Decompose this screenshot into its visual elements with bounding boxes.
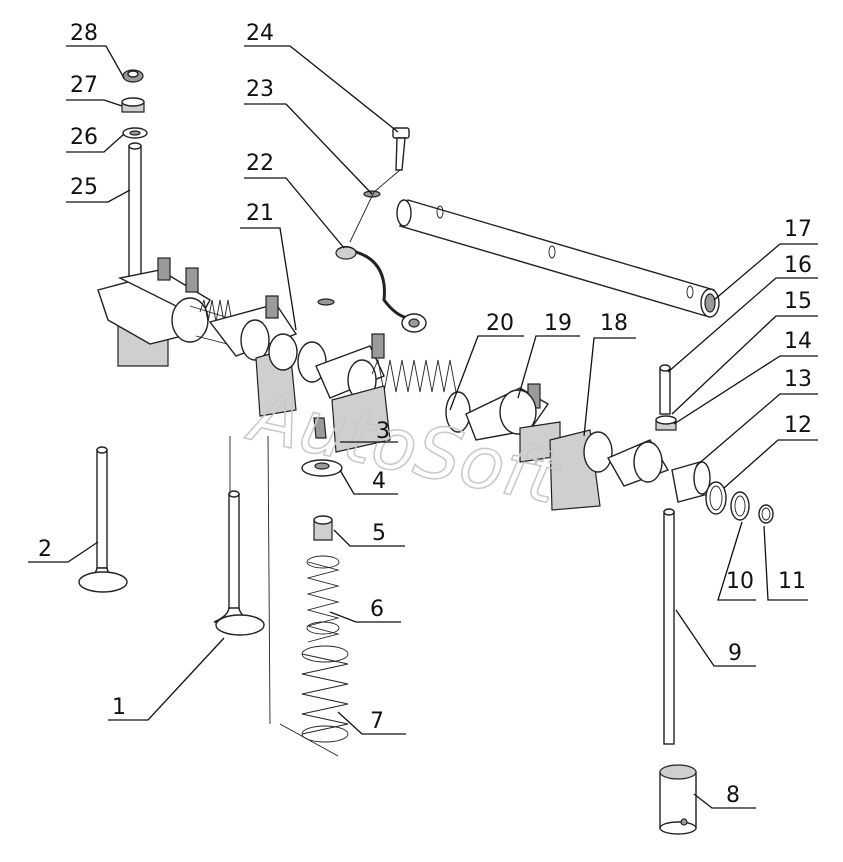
callout-23: 23 [246, 77, 274, 102]
callout-21: 21 [246, 201, 274, 226]
callout-8: 8 [726, 783, 740, 808]
callout-16: 16 [784, 253, 812, 278]
callout-13: 13 [784, 367, 812, 392]
callout-11: 11 [778, 569, 806, 594]
rocker-arm-assembly-right [465, 383, 670, 511]
push-rod-and-tappet [659, 508, 697, 835]
callout-28: 28 [70, 21, 98, 46]
callout-14: 14 [784, 329, 812, 354]
callout-6: 6 [370, 597, 384, 622]
valves [78, 435, 271, 725]
callout-27: 27 [70, 73, 98, 98]
rocker-shaft [396, 199, 720, 318]
callout-26: 26 [70, 125, 98, 150]
callout-17: 17 [784, 217, 812, 242]
callout-labels: 1 2 3 4 5 6 7 8 9 10 11 12 13 14 15 16 1… [38, 21, 812, 808]
valve-spring-group [279, 417, 349, 757]
callout-15: 15 [784, 289, 812, 314]
callout-19: 19 [544, 311, 572, 336]
callout-3: 3 [376, 419, 390, 444]
callout-20: 20 [486, 311, 514, 336]
callout-2: 2 [38, 537, 52, 562]
callout-10: 10 [726, 569, 754, 594]
callout-22: 22 [246, 151, 274, 176]
callout-5: 5 [372, 521, 386, 546]
callout-7: 7 [370, 709, 384, 734]
shaft-end-parts [655, 364, 774, 524]
adjusting-screw-stack [121, 69, 148, 287]
callout-18: 18 [600, 311, 628, 336]
rocker-arm-assembly-center [297, 333, 471, 453]
rocker-arm-assembly-left [97, 257, 298, 417]
callout-25: 25 [70, 175, 98, 200]
callout-9: 9 [728, 641, 742, 666]
callout-24: 24 [246, 21, 274, 46]
callout-4: 4 [372, 469, 386, 494]
callout-12: 12 [784, 413, 812, 438]
oil-pipe [317, 127, 427, 333]
callout-1: 1 [112, 695, 126, 720]
callout-leaders [28, 45, 818, 809]
